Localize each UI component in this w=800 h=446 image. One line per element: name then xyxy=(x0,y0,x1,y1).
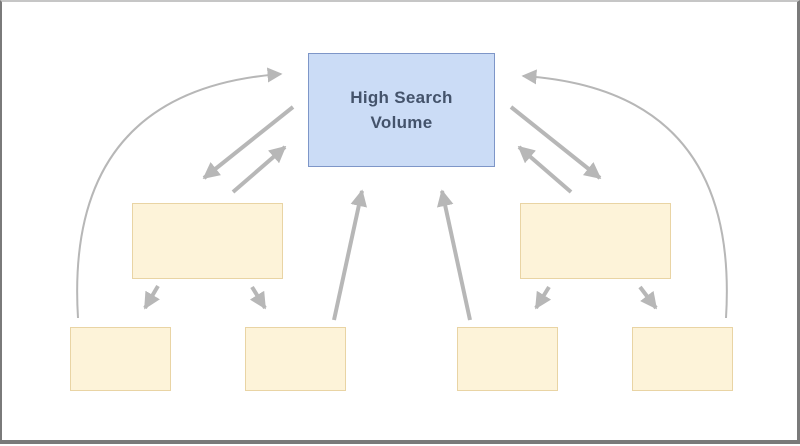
edge-bottom2-to-center xyxy=(332,189,368,321)
edge-midright-to-bottom3 xyxy=(534,285,552,310)
edge-midleft-to-bottom2 xyxy=(249,285,267,310)
node-bottom-2 xyxy=(245,327,346,391)
edge-midleft-to-bottom1 xyxy=(143,284,160,310)
node-high-search-volume: High Search Volume xyxy=(308,53,495,167)
node-bottom-1 xyxy=(70,327,171,391)
edge-bottom4-to-center-curved xyxy=(521,69,728,319)
edge-center-to-midleft xyxy=(202,105,295,180)
node-mid-left xyxy=(132,203,283,279)
node-high-search-volume-label: High Search Volume xyxy=(350,88,453,132)
edge-bottom1-to-center-curved xyxy=(76,67,283,319)
edge-midright-to-bottom4 xyxy=(638,285,658,310)
edge-midright-to-center xyxy=(517,145,573,194)
node-mid-right xyxy=(520,203,671,279)
edge-midleft-to-center xyxy=(231,145,287,194)
node-bottom-4 xyxy=(632,327,733,391)
edge-center-to-midright xyxy=(509,105,602,180)
node-bottom-3 xyxy=(457,327,558,391)
edge-bottom3-to-center xyxy=(436,189,472,321)
